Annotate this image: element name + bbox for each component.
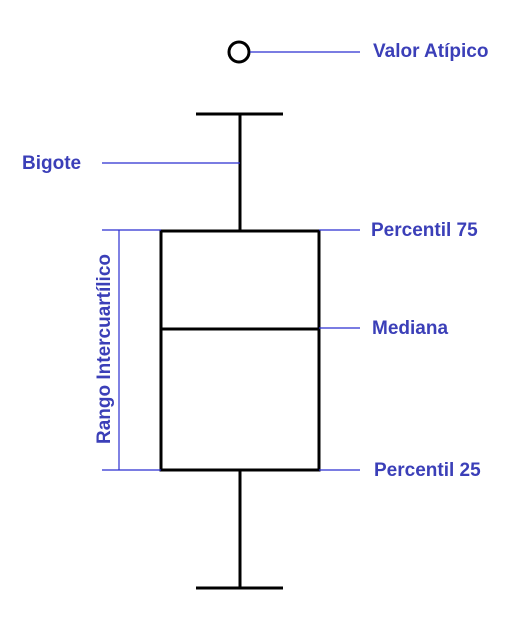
interquartile-box xyxy=(159,229,321,472)
q1-label: Percentil 25 xyxy=(374,460,481,481)
outlier-label: Valor Atípico xyxy=(373,41,488,62)
outlier-point xyxy=(227,40,251,64)
boxplot-structure xyxy=(159,40,321,590)
whisker-label: Bigote xyxy=(22,153,81,174)
leader-lines xyxy=(102,51,360,471)
iqr-label: Rango Intercuartílico xyxy=(94,254,115,444)
median-label: Mediana xyxy=(372,318,448,339)
q3-label: Percentil 75 xyxy=(371,220,478,241)
